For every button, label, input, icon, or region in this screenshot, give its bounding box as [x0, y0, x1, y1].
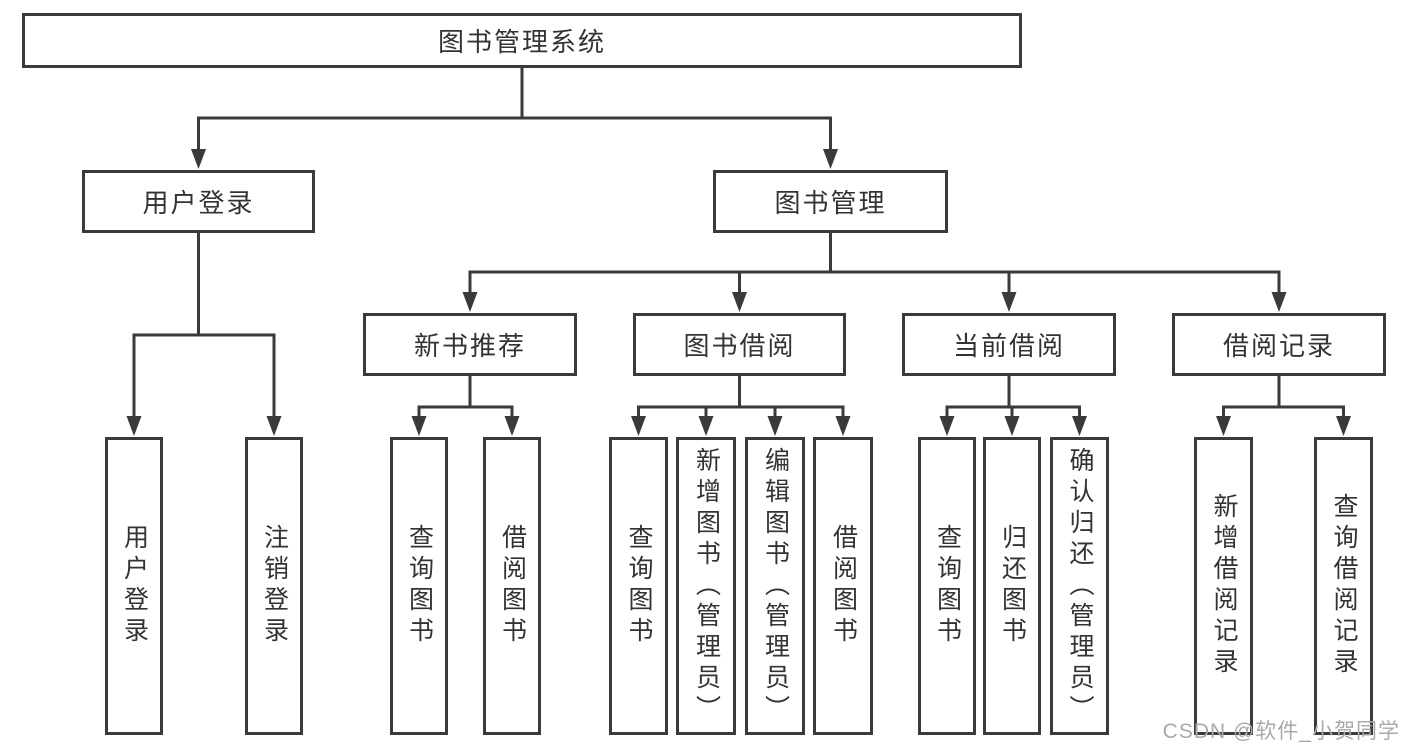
node-book-borrow: 图书借阅 [633, 313, 846, 376]
arrowhead-book-borrow [732, 292, 747, 312]
node-leaf-rec-query: 查询图书 [390, 437, 448, 735]
arrowhead-leaf-rec-borrow [504, 416, 520, 436]
node-leaf-cur-query: 查询图书 [918, 437, 976, 735]
arrowhead-book-mgmt [823, 149, 838, 169]
arrowhead-leaf-cur-query [939, 416, 955, 436]
arrowhead-leaf-logout [266, 416, 282, 436]
arrowhead-borrow-records [1271, 292, 1287, 312]
node-leaf-bor-add: 新增图书（管理员） [676, 437, 736, 735]
arrowhead-leaf-user-login [126, 416, 142, 436]
arrowhead-user-login [191, 149, 206, 169]
node-leaf-cur-return: 归还图书 [983, 437, 1041, 735]
arrowhead-leaf-bor-borrow [835, 416, 851, 436]
arrowhead-current-borrow [1001, 292, 1017, 312]
watermark: CSDN @软件_小贺同学 [1162, 720, 1400, 743]
node-leaf-bor-query: 查询图书 [609, 437, 668, 735]
arrowhead-leaf-log-query [1336, 416, 1351, 436]
node-user-login: 用户登录 [82, 170, 315, 233]
arrowhead-leaf-log-add [1216, 416, 1231, 436]
arrowhead-leaf-bor-query [631, 416, 646, 436]
node-book-mgmt: 图书管理 [713, 170, 948, 233]
node-leaf-logout: 注销登录 [245, 437, 303, 735]
arrowhead-new-book-rec [462, 292, 478, 312]
node-leaf-log-add: 新增借阅记录 [1194, 437, 1253, 735]
node-root: 图书管理系统 [22, 13, 1022, 68]
node-leaf-log-query: 查询借阅记录 [1314, 437, 1373, 735]
node-leaf-bor-edit: 编辑图书（管理员） [745, 437, 805, 735]
node-borrow-records: 借阅记录 [1172, 313, 1386, 376]
node-leaf-bor-borrow: 借阅图书 [813, 437, 873, 735]
node-leaf-cur-confirm: 确认归还（管理员） [1050, 437, 1109, 735]
node-leaf-user-login: 用户登录 [105, 437, 163, 735]
node-new-book-rec: 新书推荐 [363, 313, 577, 376]
arrowhead-leaf-cur-return [1004, 416, 1020, 436]
arrowhead-leaf-bor-add [698, 416, 714, 436]
node-leaf-rec-borrow: 借阅图书 [483, 437, 541, 735]
arrowhead-leaf-rec-query [411, 416, 427, 436]
node-current-borrow: 当前借阅 [902, 313, 1116, 376]
arrowhead-leaf-cur-confirm [1072, 416, 1087, 436]
arrowhead-leaf-bor-edit [767, 416, 783, 436]
